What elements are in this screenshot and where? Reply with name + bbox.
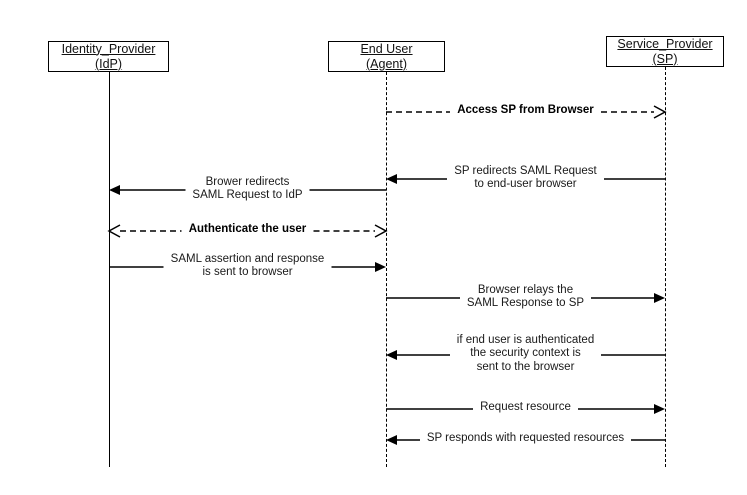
participant-box-idp[interactable]: Identity_Provider(IdP): [48, 41, 169, 72]
participant-name-enduser: End User: [360, 41, 413, 56]
participant-abbr-idp: (IdP): [94, 56, 123, 71]
message-m9[interactable]: SP responds with requested resources: [0, 0, 747, 445]
participant-abbr-enduser: (Agent): [366, 56, 407, 71]
participant-name-sp: Service_Provider: [617, 36, 713, 51]
lifeline-sp: [665, 67, 666, 467]
lifeline-idp: [109, 72, 110, 467]
participant-name-idp: Identity_Provider: [61, 41, 156, 56]
participant-box-enduser[interactable]: End User(Agent): [328, 41, 445, 72]
participant-abbr-sp: (SP): [652, 51, 678, 66]
lifeline-enduser: [386, 72, 387, 467]
participant-box-sp[interactable]: Service_Provider(SP): [606, 36, 724, 67]
